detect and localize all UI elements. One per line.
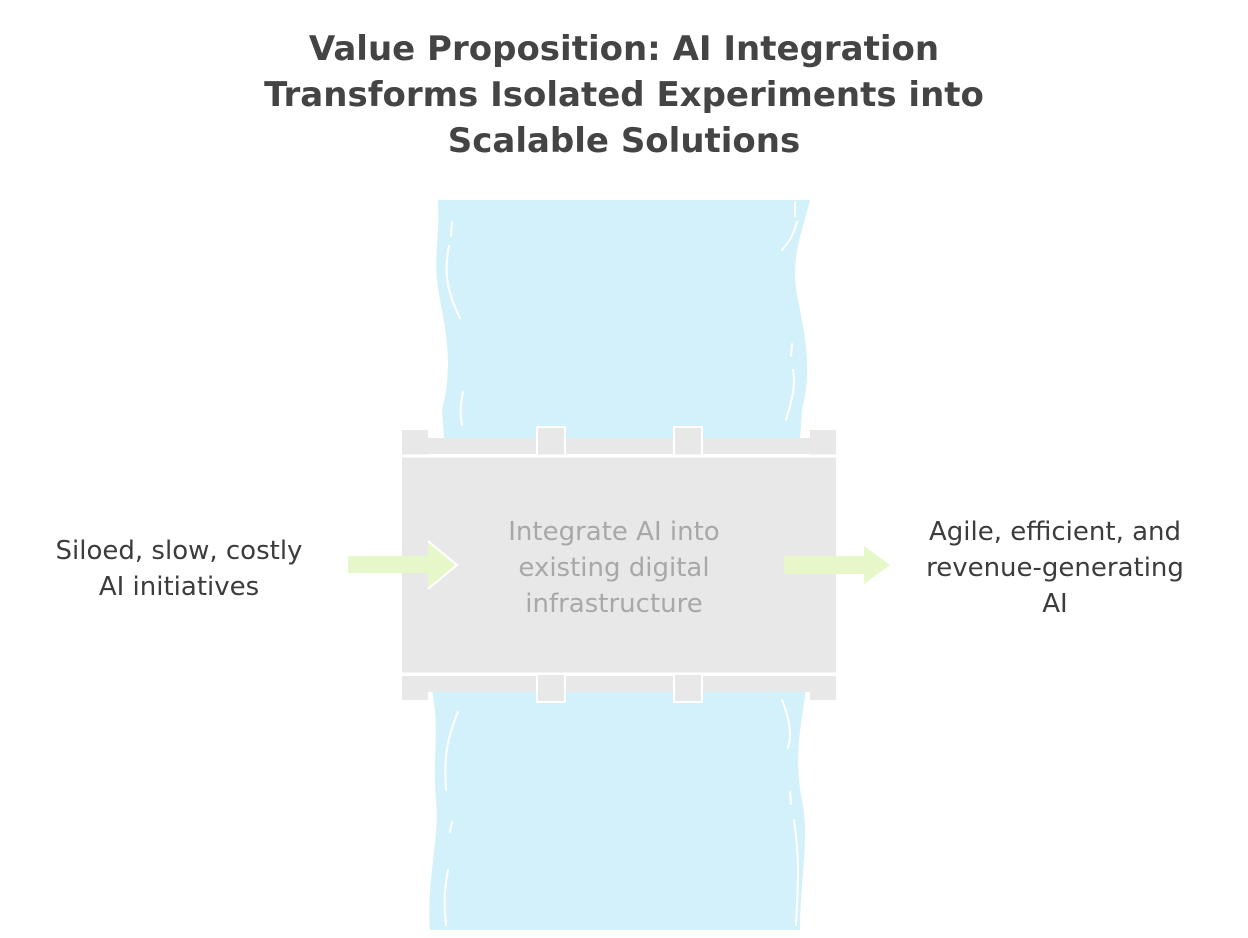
process-label: Integrate AI into existing digital infra… (430, 514, 798, 622)
input-state-label: Siloed, slow, costly AI initiatives (20, 533, 338, 605)
bridge-icon (402, 426, 836, 703)
process-line-1: Integrate AI into (508, 517, 720, 547)
input-line-2: AI initiatives (98, 572, 260, 602)
process-line-2: existing digital (518, 553, 710, 583)
input-line-1: Siloed, slow, costly (55, 536, 303, 566)
title-line-3: Scalable Solutions (447, 121, 801, 161)
output-state-label: Agile, efficient, and revenue-generating… (900, 514, 1210, 622)
process-line-3: infrastructure (525, 589, 703, 619)
output-arrow-icon (784, 546, 890, 584)
output-line-3: AI (1042, 589, 1068, 619)
page-title: Value Proposition: AI Integration Transf… (174, 26, 1074, 164)
title-line-1: Value Proposition: AI Integration (308, 29, 940, 69)
river-icon (436, 200, 810, 440)
title-line-2: Transforms Isolated Experiments into (264, 75, 984, 115)
input-arrow-icon (348, 540, 459, 590)
river-lower-icon (429, 690, 806, 930)
output-line-2: revenue-generating (926, 553, 1184, 583)
river-highlights (443, 201, 799, 926)
output-line-1: Agile, efficient, and (928, 517, 1182, 547)
